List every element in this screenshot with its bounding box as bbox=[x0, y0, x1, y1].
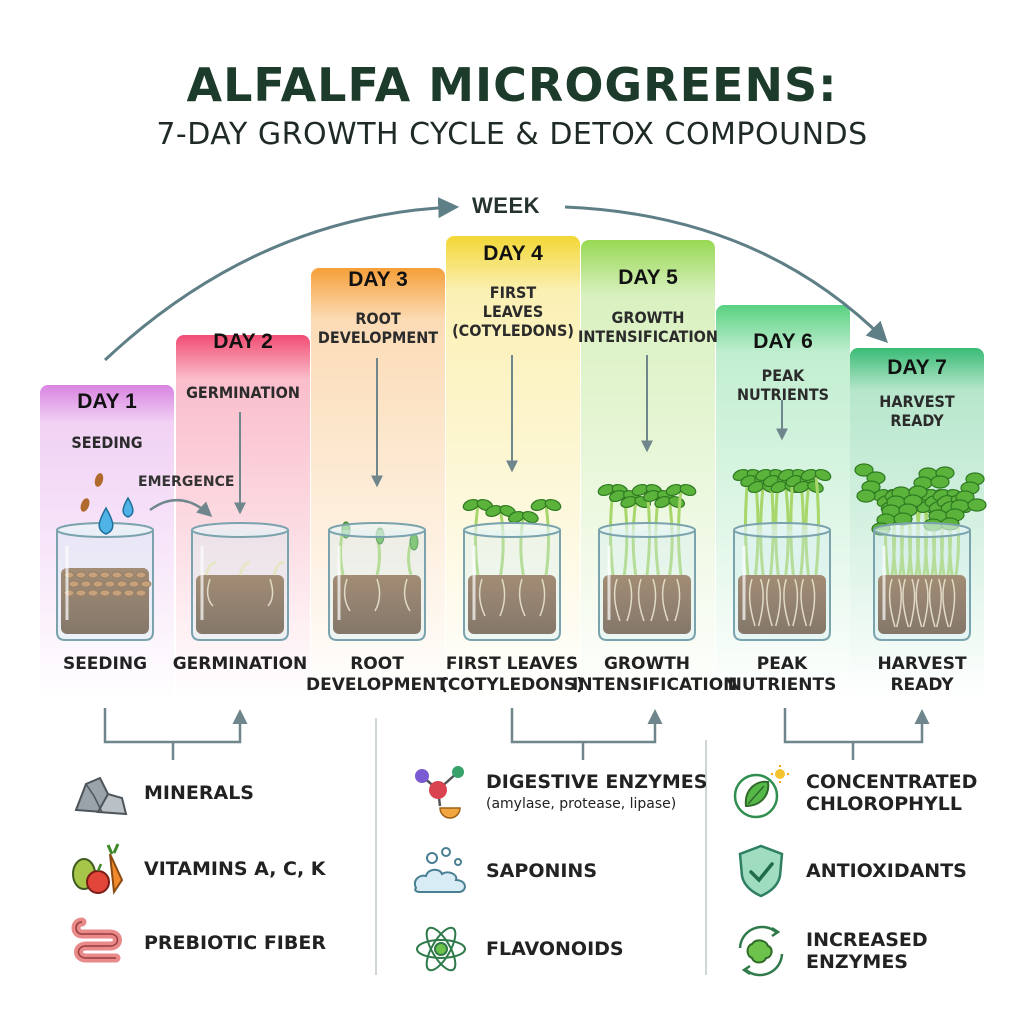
water-drop-icon bbox=[80, 473, 134, 535]
benefit-label: PREBIOTIC FIBER bbox=[144, 932, 326, 954]
fruit-veg-icon bbox=[72, 843, 124, 895]
benefit-minerals: MINERALS bbox=[68, 764, 254, 822]
day-label: DAY 3 bbox=[348, 268, 408, 291]
shield-leaf-icon bbox=[738, 844, 784, 898]
benefit-sublabel: (amylase, protease, lipase) bbox=[486, 796, 677, 812]
jar-label: FIRST LEAVES (COTYLEDONS) bbox=[440, 654, 584, 695]
benefit-vitamins: VITAMINS A, C, K bbox=[68, 840, 326, 898]
benefit-flavonoids: FLAVONOIDS bbox=[410, 920, 624, 978]
jar-label: ROOT DEVELOPMENT bbox=[306, 654, 448, 695]
bracket-early bbox=[103, 708, 248, 744]
stage-description: GERMINATION bbox=[186, 383, 300, 402]
benefit-label: SAPONINS bbox=[486, 860, 598, 882]
jar-day-7 bbox=[854, 463, 987, 641]
stage-description: GROWTH INTENSIFICATION bbox=[578, 308, 718, 346]
day-label: DAY 2 bbox=[213, 330, 273, 353]
bracket-middle bbox=[510, 708, 663, 744]
benefit-digestive-enzymes: DIGESTIVE ENZYMES (amylase, protease, li… bbox=[410, 764, 707, 822]
stage-description: HARVEST READY bbox=[879, 392, 955, 430]
stage-description: SEEDING bbox=[71, 433, 143, 452]
jar-label: GROWTH INTENSIFICATION bbox=[572, 654, 738, 695]
day-label: DAY 4 bbox=[483, 242, 543, 265]
day-label: DAY 1 bbox=[77, 390, 137, 413]
jar-day-6 bbox=[732, 468, 832, 641]
week-arrow bbox=[103, 197, 460, 362]
benefit-label: CONCENTRATED CHLOROPHYLL bbox=[806, 771, 978, 815]
molecule-icon bbox=[415, 766, 464, 819]
week-arrow-right bbox=[564, 205, 888, 343]
intestine-icon bbox=[71, 917, 122, 963]
jar-day-4 bbox=[462, 498, 562, 641]
rocks-icon bbox=[74, 776, 128, 816]
benefit-antioxidants: ANTIOXIDANTS bbox=[730, 842, 967, 900]
week-label: WEEK bbox=[472, 193, 540, 218]
stage-description: PEAK NUTRIENTS bbox=[736, 366, 830, 404]
jar-label: HARVEST READY bbox=[877, 654, 967, 695]
jar-label: GERMINATION bbox=[172, 654, 308, 674]
page-title: ALFALFA MICROGREENS: bbox=[186, 58, 838, 112]
jar-day-1 bbox=[56, 522, 154, 641]
jar-label: SEEDING bbox=[62, 654, 148, 674]
benefit-label: FLAVONOIDS bbox=[486, 938, 624, 960]
benefit-chlorophyll: CONCENTRATED CHLOROPHYLL bbox=[730, 764, 977, 822]
day-label: DAY 5 bbox=[618, 266, 678, 289]
jar-day-5 bbox=[597, 483, 697, 641]
bubbles-icon bbox=[414, 847, 466, 893]
page-subtitle: 7-DAY GROWTH CYCLE & DETOX COMPOUNDS bbox=[156, 117, 868, 152]
benefit-prebiotic-fiber: PREBIOTIC FIBER bbox=[68, 914, 326, 972]
enzyme-cycle-icon bbox=[738, 925, 784, 977]
benefit-label: VITAMINS A, C, K bbox=[144, 858, 326, 880]
benefit-label: DIGESTIVE ENZYMES bbox=[486, 771, 708, 793]
jar-day-2 bbox=[191, 522, 289, 641]
emergence-label: EMERGENCE bbox=[138, 474, 235, 490]
jar-day-3 bbox=[328, 521, 426, 641]
atom-icon bbox=[416, 926, 466, 972]
jar-label: PEAK NUTRIENTS bbox=[727, 654, 837, 695]
emergence-arrow bbox=[149, 498, 213, 518]
day-label: DAY 7 bbox=[887, 356, 947, 379]
day-label: DAY 6 bbox=[753, 330, 813, 353]
benefit-increased-enzymes: INCREASED ENZYMES bbox=[730, 922, 928, 980]
stage-description: FIRST LEAVES (COTYLEDONS) bbox=[452, 283, 574, 340]
benefit-label: MINERALS bbox=[144, 782, 254, 804]
bracket-late bbox=[783, 708, 930, 744]
benefit-label: INCREASED ENZYMES bbox=[806, 929, 928, 973]
stage-description: ROOT DEVELOPMENT bbox=[317, 309, 439, 347]
benefit-saponins: SAPONINS bbox=[410, 842, 597, 900]
benefit-label: ANTIOXIDANTS bbox=[806, 860, 967, 882]
leaf-sun-icon bbox=[733, 765, 789, 819]
